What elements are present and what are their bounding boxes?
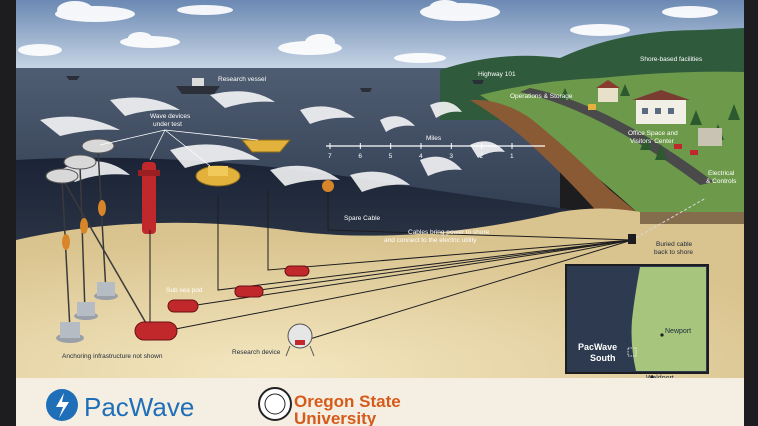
label-ops-storage: Operations & Storage — [510, 93, 573, 100]
device-callout-lines — [99, 129, 259, 167]
label-wave-devices-1: Wave devices — [150, 113, 191, 120]
mile-tick-label: 3 — [449, 153, 453, 160]
osu-wordmark-2: University — [294, 409, 377, 426]
label-highway: Highway 101 — [478, 71, 516, 78]
label-buried-1: Buried cable — [656, 241, 693, 248]
label-electrical-2: & Controls — [706, 178, 737, 185]
osu-logo: Oregon State University — [258, 387, 401, 426]
inset-title-2: South — [590, 353, 616, 363]
osu-wordmark-1: Oregon State — [294, 392, 401, 411]
sub-sea-pods — [134, 265, 310, 341]
buried-strata — [640, 212, 744, 224]
mile-tick-label: 4 — [419, 153, 423, 160]
miles-scale: 7 6 5 4 3 2 1 — [326, 143, 545, 160]
highway-road — [520, 88, 714, 185]
cable-landing — [628, 234, 636, 244]
label-cables-1: Cables bring power to shore — [408, 229, 490, 236]
cliff — [470, 99, 640, 215]
mile-tick-label: 7 — [328, 153, 332, 160]
buried-cable — [631, 197, 707, 241]
logo-band — [16, 378, 744, 426]
pacwave-site-marker — [627, 347, 637, 357]
pacwave-wordmark: PacWave — [84, 392, 194, 422]
mile-tick-label: 2 — [480, 153, 484, 160]
research-device — [285, 323, 315, 357]
anchor-blocks — [56, 282, 118, 343]
label-buried-2: back to shore — [654, 249, 693, 256]
label-wave-devices-2: under test — [153, 121, 182, 128]
label-cables-2: and connect to the electric utility — [384, 237, 477, 244]
label-electrical-1: Electrical — [708, 170, 735, 177]
label-spare-cable: Spare Cable — [344, 215, 381, 222]
inset-city-newport: Newport — [665, 328, 691, 335]
small-boats — [66, 76, 484, 92]
research-vessel — [176, 78, 220, 94]
clouds — [18, 0, 718, 63]
inset-map: PacWave South Newport Waldport — [565, 264, 709, 382]
label-office-2: Visitors' Center — [630, 138, 675, 145]
label-sub-sea-pod: Sub sea pod — [166, 287, 203, 294]
label-shore-facilities: Shore-based facilities — [640, 56, 703, 63]
shore-buildings — [588, 80, 722, 155]
pacwave-logo: PacWave — [46, 389, 194, 422]
mooring-lines — [61, 149, 151, 331]
red-spar-device — [138, 162, 160, 234]
inset-title-1: PacWave — [578, 342, 617, 352]
orange-buoy — [322, 180, 334, 192]
osu-seal-icon — [258, 387, 292, 421]
label-anchoring: Anchoring infrastructure not shown — [62, 353, 163, 360]
label-research-vessel: Research vessel — [218, 76, 267, 83]
mile-tick-label: 1 — [510, 153, 514, 160]
wave-buoys — [45, 138, 115, 250]
label-miles: Miles — [426, 135, 442, 142]
label-research-device: Research device — [232, 349, 281, 356]
mile-tick-label: 5 — [389, 153, 393, 160]
yellow-wave-devices — [195, 139, 292, 187]
mile-tick-label: 6 — [358, 153, 362, 160]
label-office-1: Office Space and — [628, 130, 678, 137]
mile-ticks: 7 6 5 4 3 2 1 — [328, 143, 514, 160]
